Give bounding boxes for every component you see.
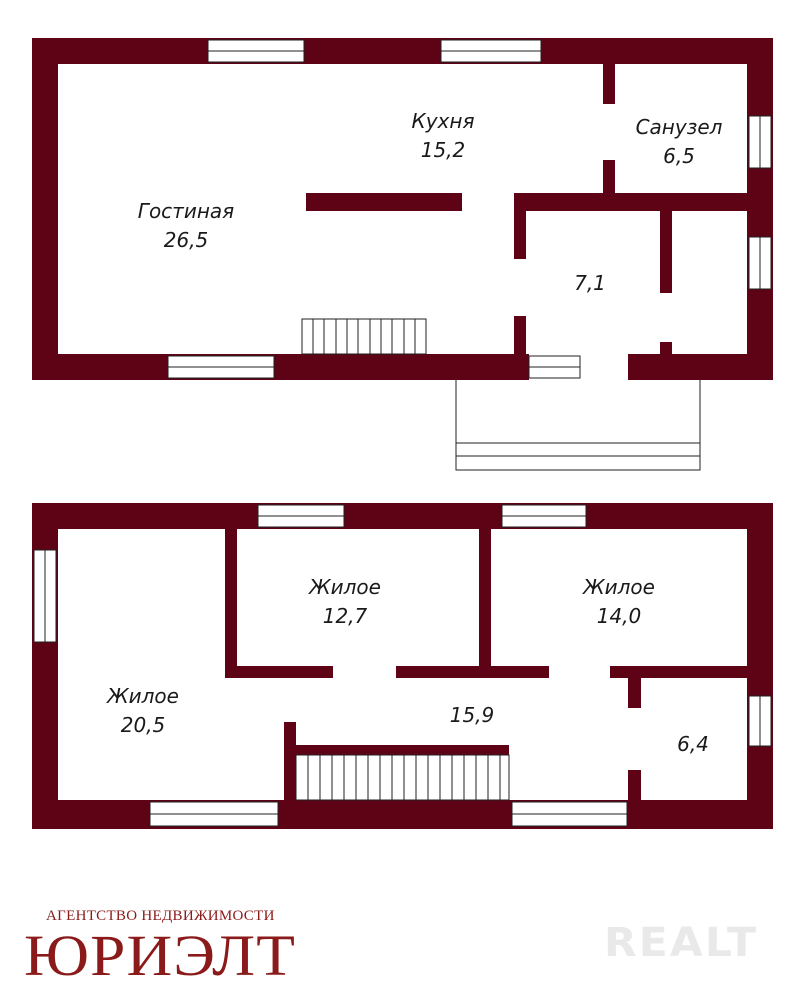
room-area: 6,4 <box>677 732 709 756</box>
room-small-second-floor: 6,4 <box>677 732 709 756</box>
floor-2-windows <box>33 504 772 827</box>
realt-watermark: REALT <box>604 920 758 966</box>
room-bedroom-right: Жилое 14,0 <box>581 575 655 628</box>
room-area: 15,2 <box>421 138 466 162</box>
room-area: 7,1 <box>574 271 606 295</box>
room-area: 15,9 <box>450 703 495 727</box>
floor-2-stairs <box>295 754 510 801</box>
room-area: 20,5 <box>121 713 166 737</box>
watermark-text: REALT <box>604 920 758 966</box>
floor-1-windows <box>167 39 772 379</box>
room-hallway: 7,1 <box>574 271 606 295</box>
room-bedroom-left: Жилое 20,5 <box>105 684 179 737</box>
room-hall-second-floor: 15,9 <box>450 703 495 727</box>
room-kitchen: Кухня 15,2 <box>412 109 475 162</box>
room-bathroom: Санузел 6,5 <box>636 115 723 168</box>
room-area: 12,7 <box>323 604 368 628</box>
room-bedroom-middle: Жилое 12,7 <box>307 575 381 628</box>
agency-caption: АГЕНТСТВО НЕДВИЖИМОСТИ <box>46 908 275 924</box>
room-name: Жилое <box>581 575 655 599</box>
floor-2-walls <box>32 503 773 829</box>
room-name: Гостиная <box>138 199 234 223</box>
room-name: Жилое <box>307 575 381 599</box>
entrance-porch <box>455 380 701 471</box>
floor-1-stairs <box>301 318 427 355</box>
room-area: 6,5 <box>663 144 695 168</box>
room-area: 26,5 <box>164 228 209 252</box>
floor-2: Жилое 12,7 Жилое 14,0 Жилое 20,5 15,9 6,… <box>32 503 773 829</box>
room-name: Жилое <box>105 684 179 708</box>
agency-logo: АГЕНТСТВО НЕДВИЖИМОСТИ ЮРИЭЛТ <box>24 908 296 988</box>
agency-name: ЮРИЭЛТ <box>24 923 296 988</box>
room-area: 14,0 <box>597 604 642 628</box>
room-name: Санузел <box>636 115 723 139</box>
room-name: Кухня <box>412 109 475 133</box>
floor-1: Кухня 15,2 Санузел 6,5 Гостиная 26,5 7,1 <box>32 38 773 471</box>
room-living-room: Гостиная 26,5 <box>138 199 234 252</box>
floor-1-walls <box>32 38 773 380</box>
